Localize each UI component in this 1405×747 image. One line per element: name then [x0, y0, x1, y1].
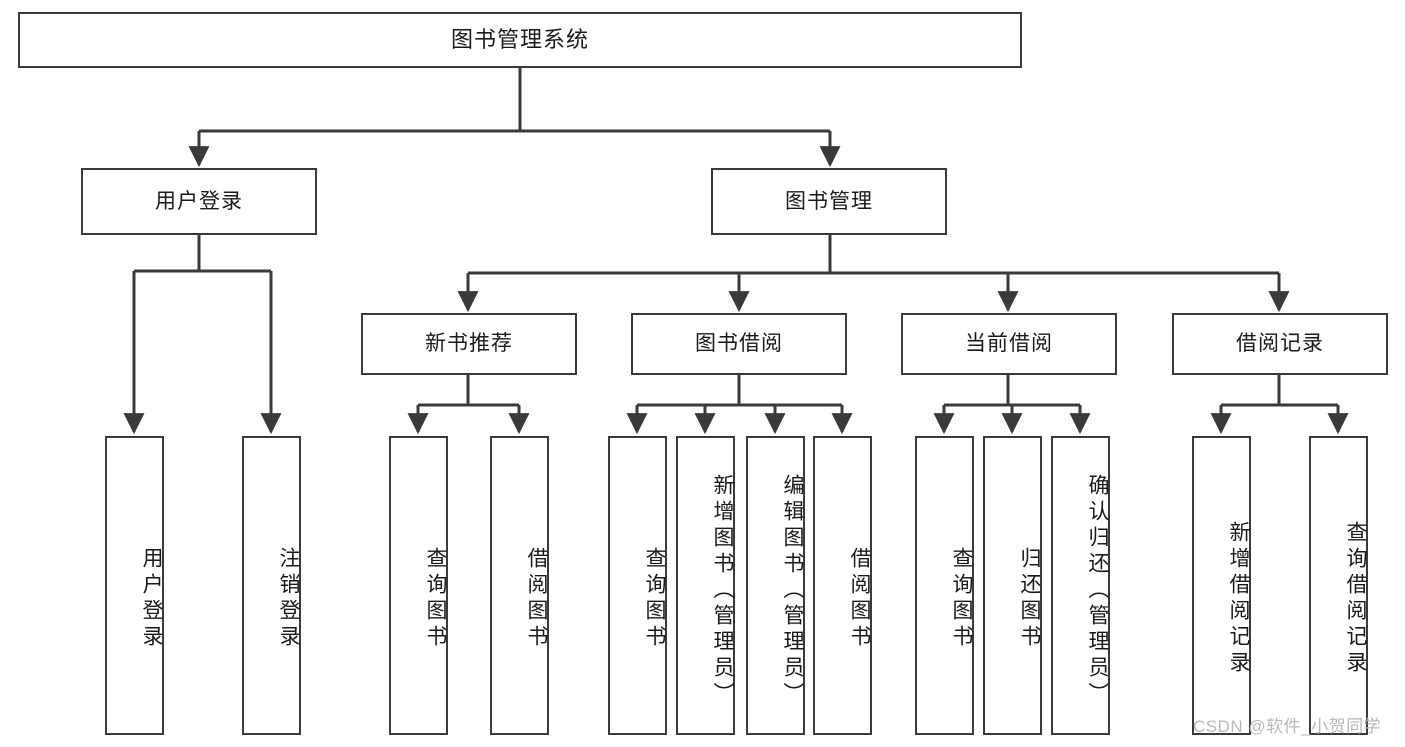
leaf-current-query-book[interactable]: 查询图书 — [915, 436, 974, 735]
leaf-logout[interactable]: 注销登录 — [242, 436, 301, 735]
node-label: 借阅图书 — [525, 546, 548, 651]
node-label: 图书管理系统 — [450, 26, 589, 52]
node-label: 查询图书 — [643, 546, 666, 651]
node-borrow-record[interactable]: 借阅记录 — [1172, 313, 1388, 375]
node-label: 借阅图书 — [848, 546, 871, 651]
node-label: 借阅记录 — [1236, 332, 1324, 356]
node-label: 新增图书（管理员） — [711, 473, 734, 708]
node-current-borrow[interactable]: 当前借阅 — [901, 313, 1117, 375]
leaf-borrow-query-book[interactable]: 查询图书 — [608, 436, 667, 735]
leaf-new-book-borrow-book[interactable]: 借阅图书 — [490, 436, 549, 735]
watermark: CSDN @软件_小贺同学 — [1193, 717, 1382, 736]
node-label: 新书推荐 — [425, 332, 513, 356]
node-label: 确认归还（管理员） — [1086, 473, 1109, 708]
node-label: 当前借阅 — [965, 332, 1053, 356]
node-label: 归还图书 — [1018, 546, 1041, 651]
leaf-return-book[interactable]: 归还图书 — [983, 436, 1042, 735]
leaf-add-book-admin[interactable]: 新增图书（管理员） — [676, 436, 735, 735]
node-new-book-recommend[interactable]: 新书推荐 — [361, 313, 577, 375]
leaf-add-borrow-record[interactable]: 新增借阅记录 — [1192, 436, 1251, 735]
node-label: 用户登录 — [155, 189, 243, 213]
leaf-edit-book-admin[interactable]: 编辑图书（管理员） — [746, 436, 805, 735]
node-label: 注销登录 — [277, 546, 300, 651]
node-label: 查询图书 — [424, 546, 447, 651]
node-book-borrow[interactable]: 图书借阅 — [631, 313, 847, 375]
node-root-book-management-system[interactable]: 图书管理系统 — [18, 12, 1022, 68]
leaf-query-borrow-record[interactable]: 查询借阅记录 — [1309, 436, 1368, 735]
leaf-confirm-return-admin[interactable]: 确认归还（管理员） — [1051, 436, 1110, 735]
leaf-new-book-query-book[interactable]: 查询图书 — [389, 436, 448, 735]
node-label: 查询图书 — [950, 546, 973, 651]
node-book-management[interactable]: 图书管理 — [711, 168, 947, 235]
leaf-borrow-book[interactable]: 借阅图书 — [813, 436, 872, 735]
node-label: 用户登录 — [140, 546, 163, 651]
node-label: 查询借阅记录 — [1344, 520, 1367, 677]
node-user-login[interactable]: 用户登录 — [81, 168, 317, 235]
node-label: 编辑图书（管理员） — [781, 473, 804, 708]
node-label: 新增借阅记录 — [1227, 520, 1250, 677]
node-label: 图书管理 — [785, 189, 873, 213]
leaf-user-login[interactable]: 用户登录 — [105, 436, 164, 735]
node-label: 图书借阅 — [695, 332, 783, 356]
